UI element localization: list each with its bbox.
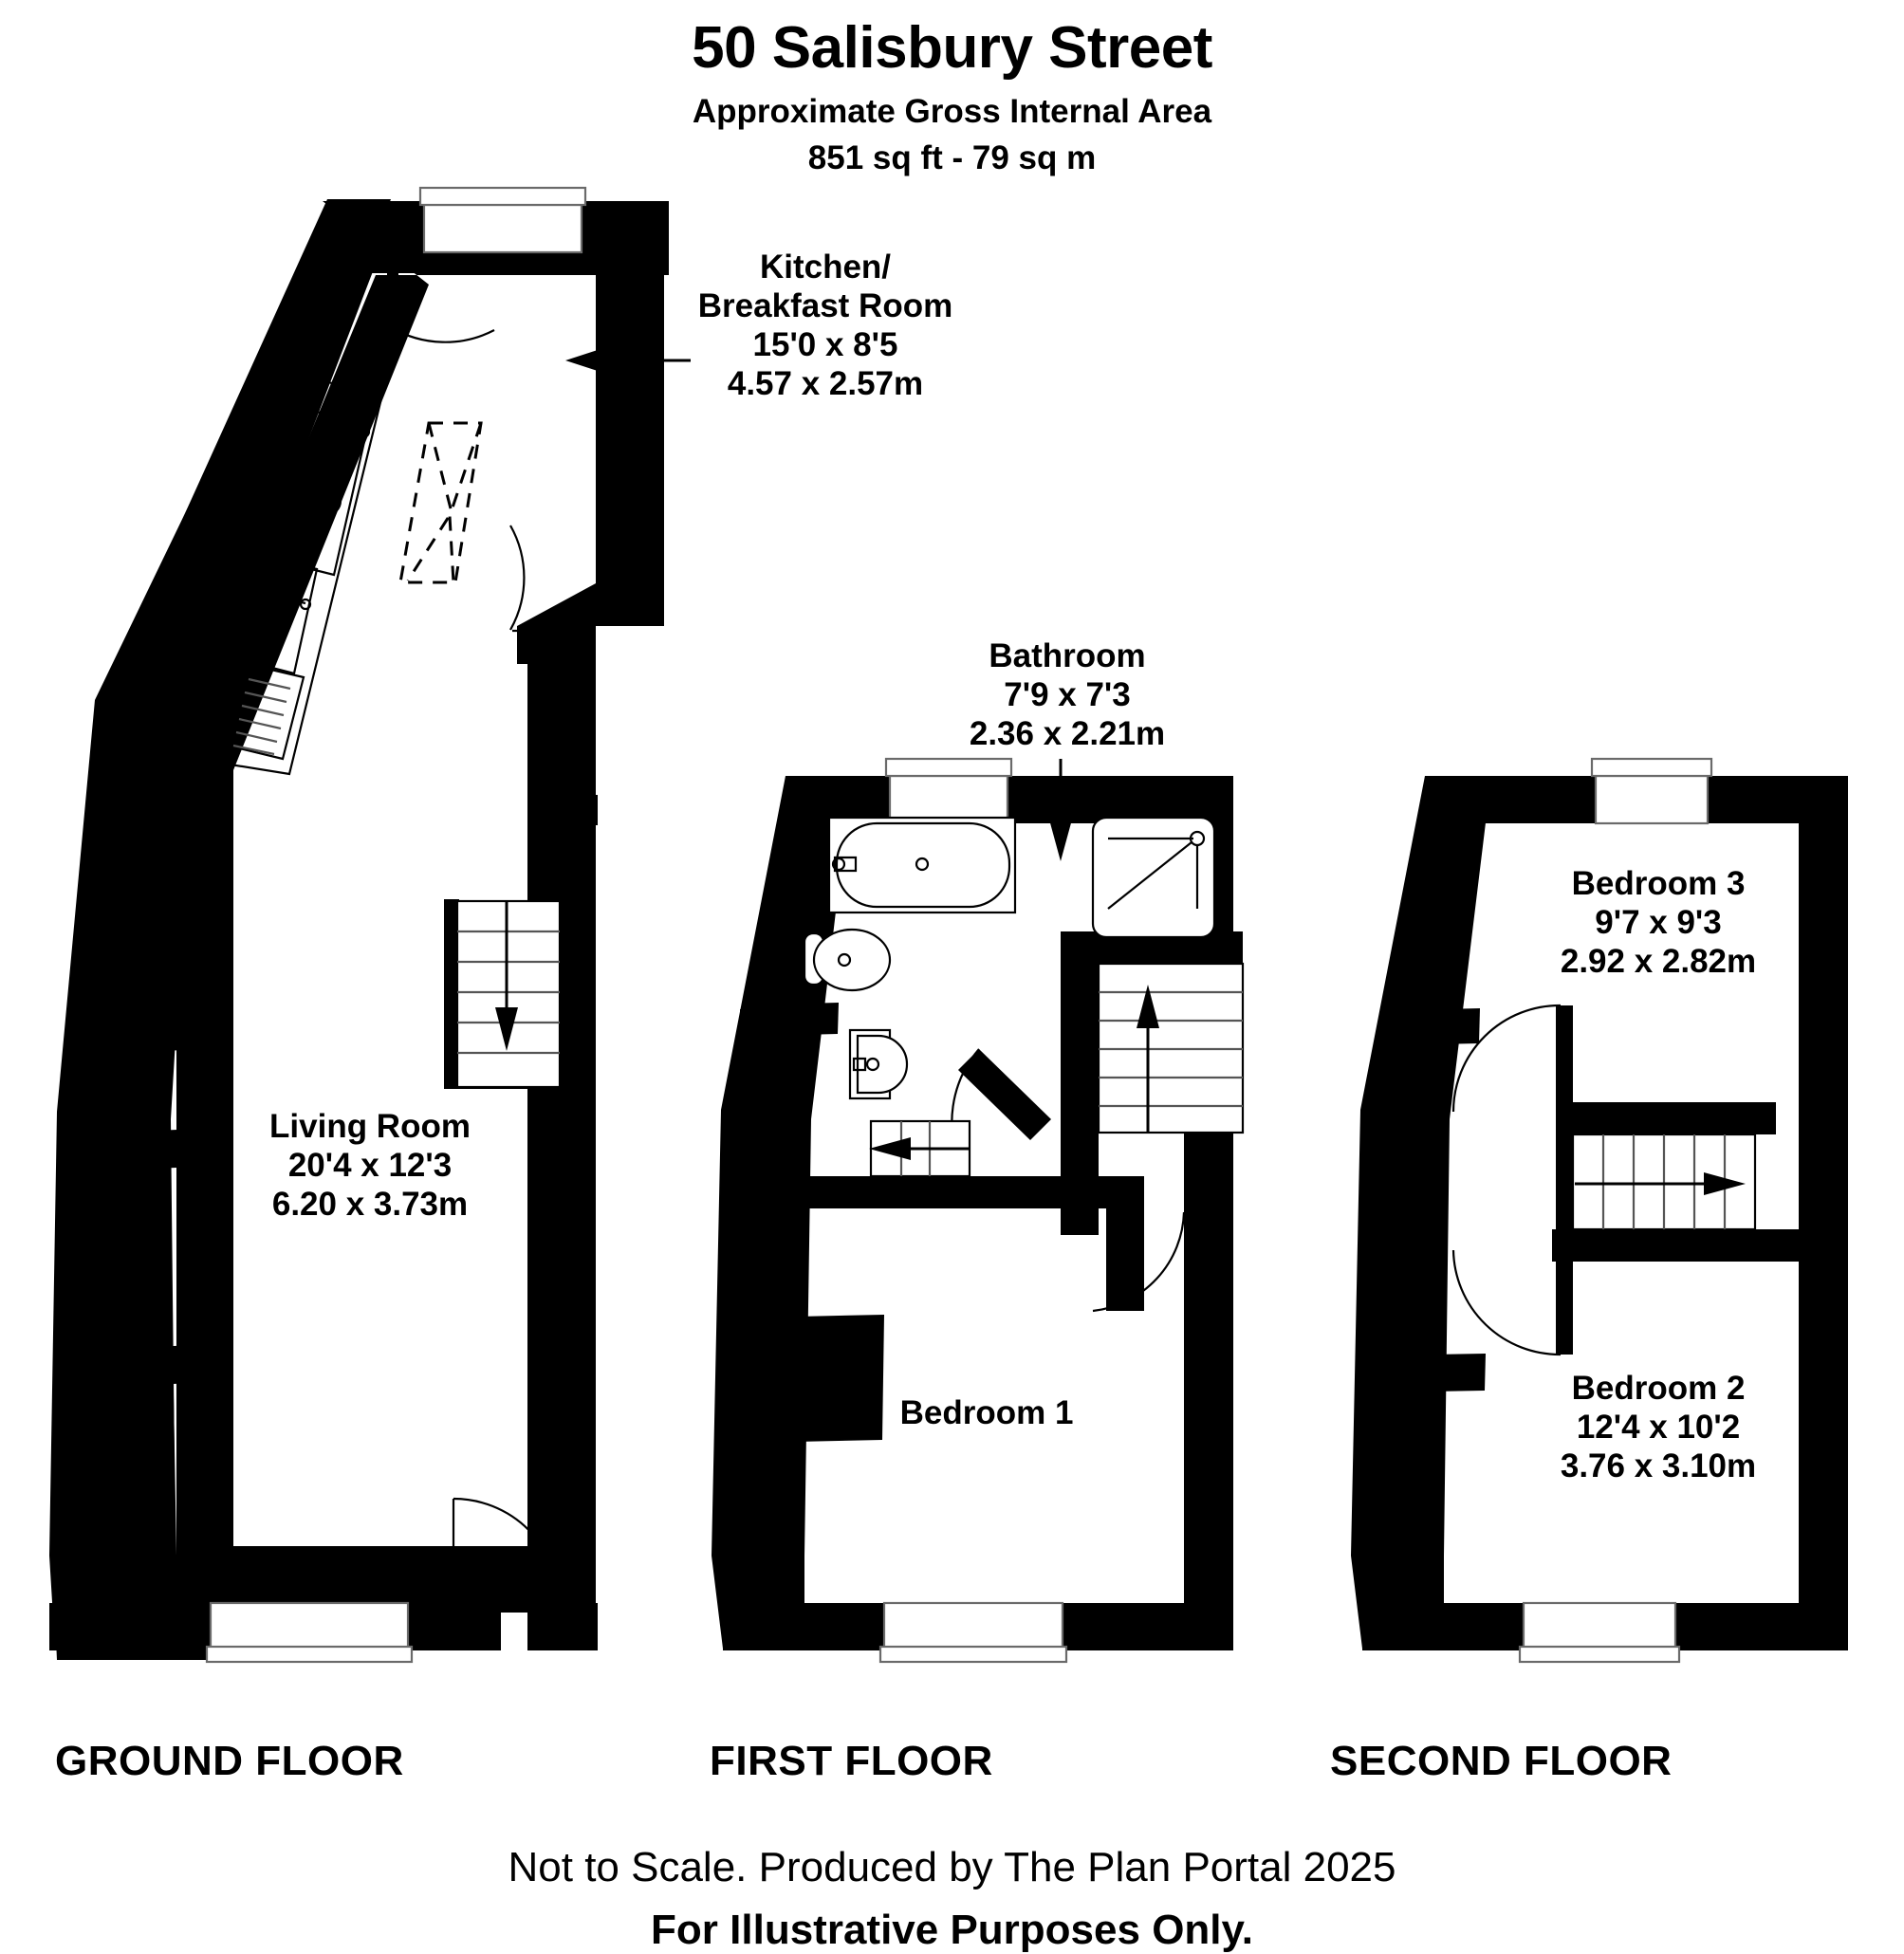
ground-floor-dashed-feature	[398, 421, 483, 584]
ground-floor-mid-partition-right	[527, 795, 598, 825]
second-floor-bottom-window	[1518, 1601, 1681, 1664]
first-floor-top-window	[884, 757, 1013, 825]
first-floor-staircase-up	[1097, 962, 1245, 1134]
first-floor-landing-partition-step	[1106, 1176, 1144, 1311]
second-floor-alcove-lower	[1433, 1354, 1486, 1392]
second-floor-right-wall	[1799, 776, 1848, 1649]
first-floor-chimney-breast	[795, 1315, 884, 1442]
first-floor-plan	[712, 757, 1245, 1664]
ground-floor-alcove-2	[157, 1011, 220, 1051]
ground-floor-left-wall-outer	[49, 205, 398, 1649]
second-floor-bedroom3-door	[1451, 1004, 1562, 1113]
second-floor-bottom-wall-right	[1675, 1603, 1848, 1650]
first-floor-bathroom-leader	[1049, 759, 1072, 861]
ground-floor-outer-walls	[176, 201, 669, 1613]
first-floor-left-wall	[712, 776, 852, 1649]
ground-floor-kitchen-door-jamb	[387, 273, 398, 334]
first-floor-bottom-window	[878, 1601, 1068, 1664]
second-floor-left-wall	[1351, 776, 1491, 1649]
second-floor-plan	[1351, 757, 1848, 1664]
second-floor-stair-wall-left	[1556, 1102, 1573, 1262]
ground-floor-bottom-wall-mid	[406, 1603, 501, 1650]
ground-floor-plan	[49, 186, 691, 1664]
ground-floor-alcove-3	[153, 1129, 201, 1169]
ground-floor-kitchen-leader	[565, 348, 691, 373]
first-floor-landing-partition	[793, 1176, 1106, 1208]
ground-floor-mid-right-wall	[517, 583, 596, 664]
first-floor-staircase-down	[869, 1119, 971, 1178]
ground-floor-front-door	[452, 1497, 562, 1606]
first-floor-washbasin-icon	[848, 1028, 909, 1100]
second-floor-bedroom2-door	[1451, 1249, 1562, 1356]
first-floor-bathtub-icon	[827, 816, 1017, 914]
first-floor-bathroom-step-wall	[740, 1005, 808, 1049]
ground-floor-bottom-wall-right	[527, 1603, 598, 1650]
ground-floor-kitchen-right-wall-lower	[596, 512, 664, 626]
first-floor-bedroom1-door	[1092, 1211, 1186, 1313]
first-floor-toilet-icon	[803, 928, 892, 992]
second-floor-top-window	[1590, 757, 1713, 825]
second-floor-bottom-wall-left	[1362, 1603, 1524, 1650]
ground-floor-front-window	[205, 1601, 414, 1664]
second-floor-landing-jamb-top	[1556, 1005, 1573, 1134]
second-floor-top-wall-left	[1425, 776, 1596, 823]
first-floor-bottom-wall-right	[1061, 1603, 1233, 1650]
first-floor-alcove-small	[802, 1003, 839, 1035]
ground-floor-alcove-4	[149, 1345, 197, 1385]
first-floor-bottom-wall-left	[723, 1603, 884, 1650]
second-floor-landing-jamb-bottom	[1556, 1229, 1573, 1355]
first-floor-top-wall-left	[786, 776, 890, 823]
ground-floor-top-wall	[334, 205, 424, 273]
second-floor-staircase	[1571, 1133, 1757, 1231]
second-floor-alcove-upper	[1437, 1008, 1480, 1044]
second-floor-stair-wall-top	[1556, 1102, 1776, 1134]
first-floor-stair-wall-vertical	[1061, 931, 1099, 1235]
ground-floor-alcove-1	[160, 785, 220, 825]
ground-floor-bottom-wall-left	[49, 1603, 209, 1650]
first-floor-shower-icon	[1091, 816, 1216, 939]
ground-floor-kitchen-right-wall	[596, 205, 664, 626]
ground-floor-staircase	[444, 899, 562, 1089]
ground-floor-kitchen-door-right	[509, 525, 581, 633]
ground-floor-sink-icon	[226, 553, 319, 761]
ground-floor-kitchen-window	[418, 186, 587, 254]
ground-floor-kitchen-counter	[205, 376, 383, 776]
second-floor-stair-wall-bottom	[1552, 1229, 1848, 1262]
ground-floor-hob-icon	[264, 406, 371, 577]
